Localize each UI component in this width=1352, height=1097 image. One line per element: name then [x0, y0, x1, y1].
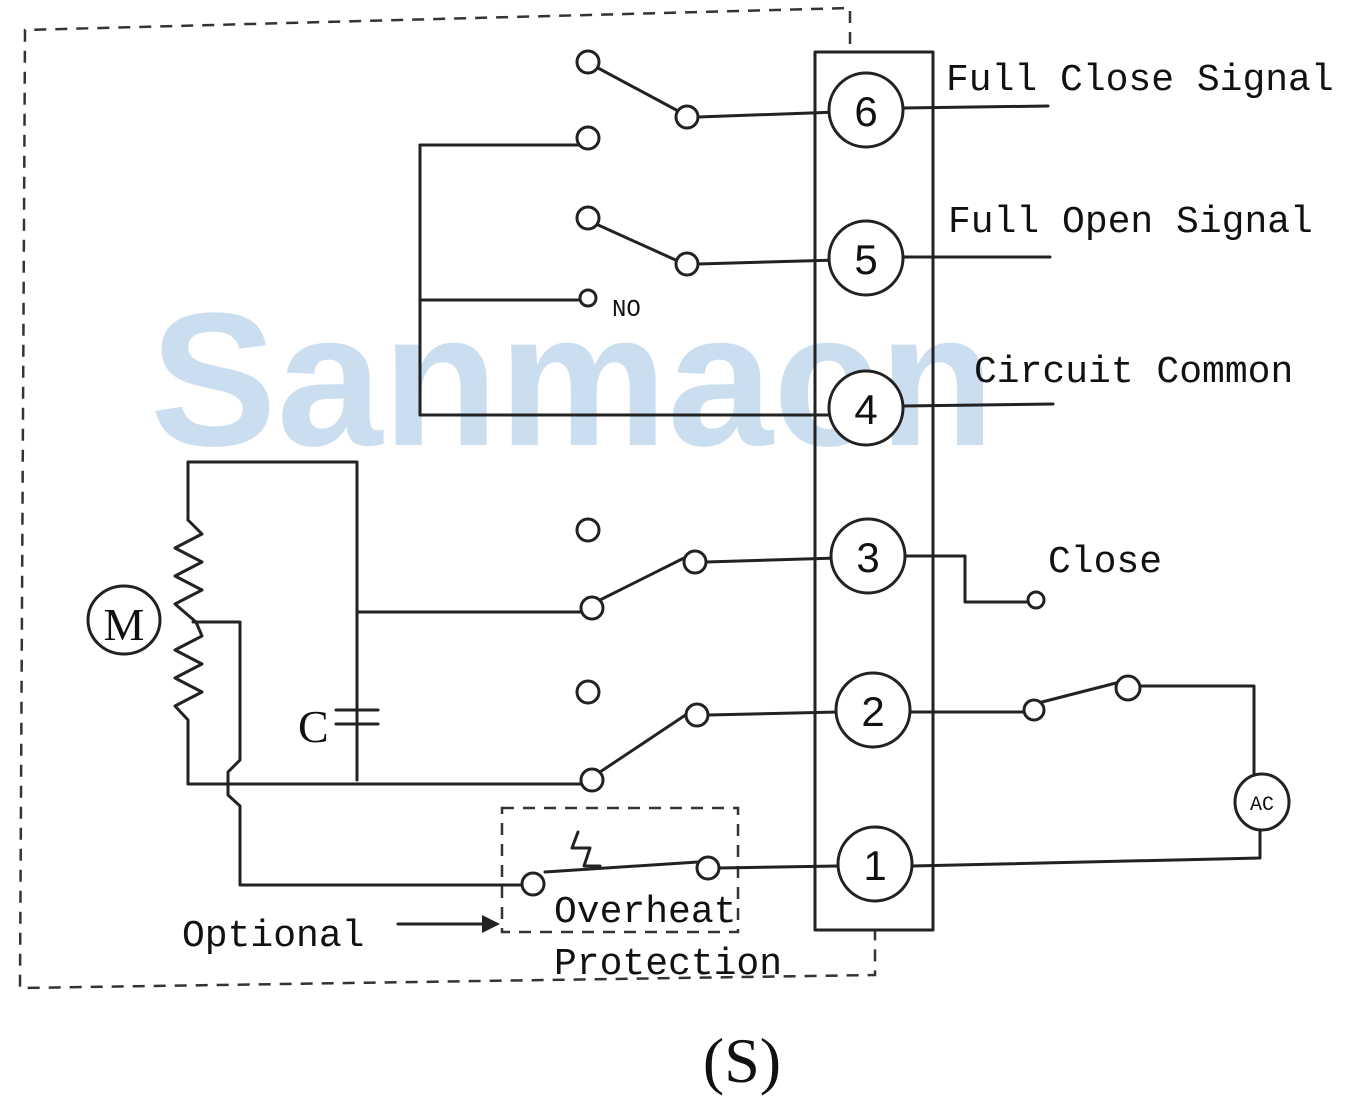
terminal-number: 1 — [863, 842, 886, 889]
contact — [575, 49, 601, 75]
overheat-label-line2: Protection — [554, 943, 782, 986]
terminal-number: 5 — [854, 236, 877, 283]
contact — [682, 549, 708, 575]
terminal-5: 5 — [827, 219, 905, 297]
terminal-number: 2 — [861, 688, 884, 735]
wire-1 — [717, 864, 840, 870]
common-bus — [418, 143, 837, 417]
motor-center-tap — [191, 620, 522, 887]
contact — [575, 517, 601, 543]
terminal-4-label: Circuit Common — [974, 351, 1293, 394]
overheat-label-line1: Overheat — [554, 891, 736, 934]
contact — [520, 871, 546, 897]
terminal-number: 3 — [856, 534, 879, 581]
contact — [1022, 698, 1046, 722]
contact — [579, 595, 605, 621]
terminal-6-label: Full Close Signal — [946, 59, 1334, 102]
terminal-strip — [813, 50, 935, 932]
contact — [684, 702, 710, 728]
arrow-head-icon — [482, 915, 500, 933]
ac-loop-bottom — [910, 826, 1262, 868]
thermal-element — [570, 830, 602, 868]
contact — [579, 767, 605, 793]
switch-2-blade — [598, 710, 692, 774]
contact — [575, 205, 601, 231]
terminal-3-label: Close — [1048, 541, 1162, 584]
overheat-switch-blade — [543, 860, 700, 874]
terminal-2: 2 — [834, 671, 912, 749]
ext-wire-4 — [901, 402, 1055, 408]
contact — [1114, 674, 1142, 702]
terminal-number: 6 — [854, 88, 877, 135]
capacitor-label: C — [298, 701, 329, 752]
ac-loop-top — [1138, 684, 1256, 778]
wire-3 — [704, 556, 840, 564]
ext-wire-3 — [903, 554, 1030, 604]
switch-3-blade — [598, 554, 690, 602]
terminal-5-label: Full Open Signal — [948, 201, 1313, 244]
wire-2 — [706, 710, 840, 717]
switch-6-blade — [596, 66, 682, 114]
overheat-box — [500, 806, 740, 934]
ac-source — [1233, 772, 1291, 832]
enclosure-outline — [18, 6, 877, 990]
motor-symbol — [86, 584, 162, 656]
ac-label: AC — [1250, 794, 1274, 817]
contact — [695, 855, 721, 881]
ac-switch-blade — [1040, 680, 1122, 704]
no-contact — [578, 288, 598, 308]
no-label: NO — [612, 297, 641, 324]
contact — [575, 679, 601, 705]
terminal-3: 3 — [829, 517, 907, 595]
contact — [674, 104, 700, 130]
diagram-caption: (S) — [703, 1025, 781, 1096]
ext-wire-6 — [901, 104, 1050, 110]
motor-label: M — [104, 599, 145, 650]
contact — [575, 125, 601, 151]
terminal-number: 4 — [854, 386, 877, 433]
terminal-1: 1 — [836, 825, 914, 903]
motor-winding — [173, 518, 592, 786]
terminal-4: 4 — [827, 369, 905, 447]
optional-label: Optional — [182, 915, 364, 958]
wire-5 — [696, 258, 840, 266]
wire-6 — [696, 110, 840, 119]
switch-5-blade — [594, 222, 682, 264]
close-contact — [1026, 590, 1046, 610]
terminal-6: 6 — [827, 71, 905, 149]
contact — [674, 251, 700, 277]
